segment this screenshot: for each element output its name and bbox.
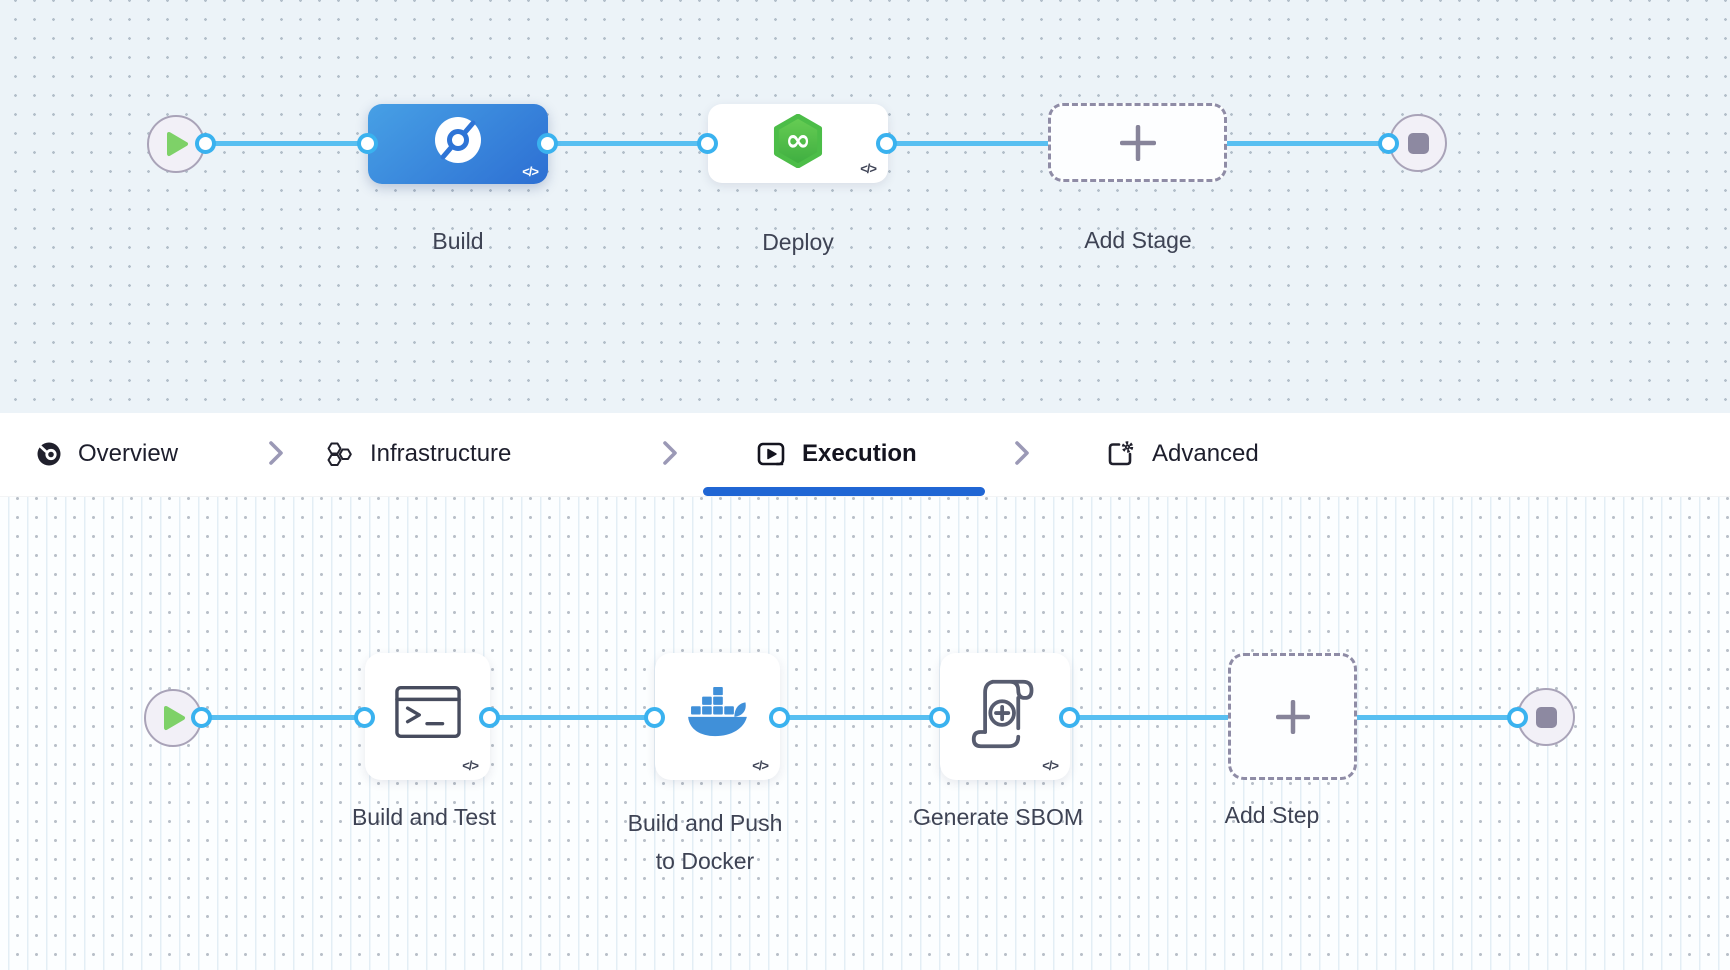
code-icon: </> [752, 758, 769, 773]
code-icon: </> [860, 161, 877, 176]
infrastructure-icon [327, 442, 352, 466]
connector-port [876, 133, 897, 154]
connector-port [479, 707, 500, 728]
stage-canvas: </> ∞ </> [0, 0, 1730, 413]
connector-line [780, 715, 940, 720]
overview-icon [37, 442, 61, 466]
tab-label: Execution [802, 440, 917, 467]
advanced-icon [1108, 441, 1134, 466]
pipeline-start-node [147, 115, 205, 173]
chevron-right-icon [663, 441, 677, 465]
connector-port [929, 707, 950, 728]
play-icon [164, 706, 185, 730]
connector-port [1059, 707, 1080, 728]
ci-build-icon [435, 117, 481, 163]
terminal-icon [394, 685, 461, 738]
svg-text:∞: ∞ [785, 122, 811, 158]
plus-icon [1275, 699, 1310, 734]
tab-label: Infrastructure [370, 440, 512, 467]
connector-port [357, 133, 378, 154]
connector-port [1378, 133, 1399, 154]
connector-port [537, 133, 558, 154]
step-label: Build and Test [351, 804, 497, 830]
tab-advanced[interactable]: Advanced [1106, 413, 1259, 495]
connector-port [354, 707, 375, 728]
tab-label: Overview [78, 440, 179, 467]
step-node-build-and-test[interactable]: </> [365, 653, 490, 780]
connector-port [769, 707, 790, 728]
stage-config-tabbar: Overview Infrastructure [0, 413, 1730, 497]
connector-port [1507, 707, 1528, 728]
connector-line [202, 715, 365, 720]
add-stage-button[interactable] [1048, 103, 1227, 182]
connector-line [490, 715, 655, 720]
code-icon: </> [462, 758, 479, 773]
stage-node-deploy[interactable]: ∞ </> [708, 104, 888, 183]
code-icon: </> [1042, 758, 1059, 773]
code-icon: </> [522, 164, 539, 179]
sbom-scroll-icon [971, 679, 1034, 748]
execution-canvas: </> </> [0, 496, 1730, 970]
stage-label: Build [432, 228, 484, 254]
execution-icon [757, 442, 785, 466]
docker-icon [687, 686, 747, 736]
stop-icon [1535, 706, 1557, 728]
tab-overview[interactable]: Overview [36, 413, 178, 495]
step-label-line2: to Docker [655, 848, 755, 874]
connector-line [206, 141, 368, 146]
stop-icon [1407, 132, 1429, 154]
stage-node-build[interactable]: </> [368, 104, 548, 184]
step-node-generate-sbom[interactable]: </> [940, 653, 1070, 780]
connector-line [548, 141, 708, 146]
step-label-line1: Build and Push [627, 810, 783, 836]
chevron-right-icon [269, 441, 283, 465]
connector-port [195, 133, 216, 154]
add-step-button[interactable] [1228, 653, 1357, 780]
cd-deploy-icon: ∞ [773, 113, 823, 168]
step-label: Generate SBOM [912, 804, 1084, 830]
tab-execution[interactable]: Execution [756, 413, 917, 495]
stage-label: Deploy [762, 229, 834, 255]
connector-port [191, 707, 212, 728]
tab-infrastructure[interactable]: Infrastructure [326, 413, 511, 495]
step-node-build-and-push-docker[interactable]: </> [655, 653, 780, 780]
active-tab-underline [703, 487, 985, 496]
step-label: Add Step [1224, 802, 1320, 828]
connector-port [644, 707, 665, 728]
connector-port [697, 133, 718, 154]
tab-label: Advanced [1152, 440, 1259, 467]
chevron-right-icon [1015, 441, 1029, 465]
plus-icon [1119, 124, 1156, 161]
stage-label: Add Stage [1084, 227, 1192, 253]
play-icon [167, 132, 188, 156]
step-label: Build and Push to Docker [628, 804, 783, 880]
